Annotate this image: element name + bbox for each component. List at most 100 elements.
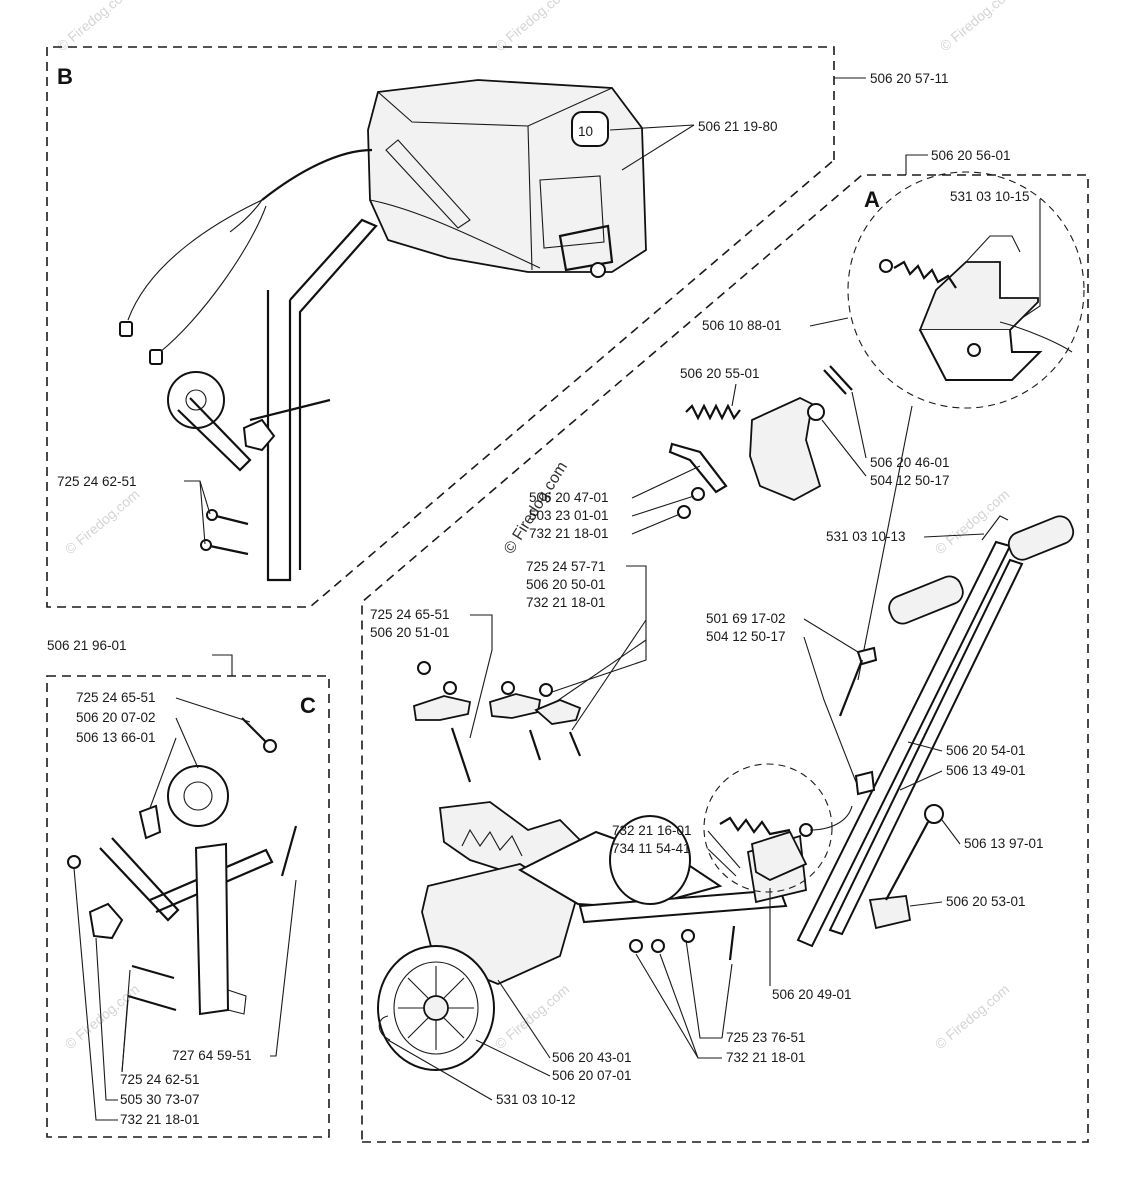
section-b-kit-number: 506 20 57-11 — [870, 71, 949, 86]
label-725-24-62-51-b: 725 24 62-51 — [57, 474, 137, 489]
label-732-21-18-01-a: 732 21 18-01 — [529, 526, 609, 541]
label-504-12-50-17-b: 504 12 50-17 — [706, 629, 786, 644]
watermark-faint-3: © Firedog.com — [937, 0, 1018, 54]
label-531-03-10-15: 531 03 10-15 — [950, 189, 1030, 204]
label-725-24-65-51-a: 725 24 65-51 — [370, 607, 450, 622]
frame-crossbar — [249, 398, 331, 422]
leader-506-10-88-01 — [809, 317, 849, 327]
detail-bracket-tab — [965, 235, 1021, 263]
label-725-23-76-51: 725 23 76-51 — [726, 1030, 806, 1045]
detail-cable — [999, 321, 1073, 353]
washer-part — [807, 403, 825, 421]
tank-strap-wire — [369, 199, 541, 269]
c-screw — [280, 825, 298, 877]
leader-b-bolts-2 — [199, 480, 206, 545]
section-a-kit-leader — [905, 154, 928, 175]
leader-734-11-54-41 — [707, 848, 737, 877]
label-506-20-51-01: 506 20 51-01 — [370, 625, 450, 640]
nut-7 — [681, 929, 695, 943]
leader-503-23-01-01 — [631, 495, 695, 517]
circlip — [378, 1015, 391, 1041]
front-wheel-rim — [393, 961, 479, 1055]
nut-4 — [539, 683, 553, 697]
c-plate-foot — [227, 989, 247, 1015]
handle-knob-rod — [885, 821, 929, 901]
clamp-3 — [534, 699, 582, 725]
cable-connector-1 — [119, 321, 133, 337]
bottom-spring — [719, 816, 791, 836]
leader-725-23-76-51-b — [721, 963, 733, 1039]
leader-506-20-07-01 — [475, 1039, 551, 1077]
section-c-kit-number: 506 21 96-01 — [47, 638, 127, 653]
leader-727-64-59-51 — [270, 879, 297, 1057]
leader-501-69-17-02 — [803, 618, 859, 653]
leader-732-21-18-01-a — [631, 513, 681, 535]
b-bolt-shaft-2 — [209, 544, 249, 556]
leader-531-03-10-12 — [387, 1039, 493, 1101]
detail-circle-top — [847, 171, 1085, 409]
b-clamp-knob — [242, 418, 276, 452]
bottom-bracket — [751, 830, 808, 882]
guard-teeth — [461, 828, 523, 857]
b-bolt-head-2 — [200, 539, 212, 551]
leader-732-21-18-01-d — [73, 867, 118, 1121]
detail-nut — [879, 259, 893, 273]
carriage-illustration — [377, 801, 807, 1071]
leader-group-1c — [543, 639, 647, 711]
pin-part — [823, 365, 853, 395]
cable-line-1 — [127, 199, 263, 321]
label-506-20-43-01: 506 20 43-01 — [552, 1050, 632, 1065]
fasteners-group — [378, 661, 736, 1041]
label-725-24-62-51-c: 725 24 62-51 — [120, 1072, 200, 1087]
label-725-24-57-71: 725 24 57-71 — [526, 559, 606, 574]
label-506-21-19-80: 506 21 19-80 — [698, 119, 778, 134]
label-732-21-18-01-c: 732 21 18-01 — [726, 1050, 806, 1065]
leader-725-24-62-51-c-2 — [121, 999, 129, 1073]
fuel-tank-side-edge — [527, 125, 533, 271]
throttle-lever — [981, 515, 1009, 541]
leader-506-20-47-01 — [631, 465, 701, 499]
cable-clip — [854, 770, 876, 796]
throttle-cable-rod — [838, 659, 864, 717]
frame-upright-right — [289, 218, 378, 570]
clamp-1 — [413, 695, 472, 721]
label-506-20-47-01: 506 20 47-01 — [529, 490, 609, 505]
section-b: B 506 20 57-11 10 — [46, 46, 949, 608]
leader-531-03-10-15 — [1021, 199, 1041, 319]
section-b-frame — [167, 218, 378, 582]
section-c-illustration — [67, 717, 298, 1016]
fuel-tank-panel — [539, 175, 605, 249]
section-c-kit-bracket — [212, 654, 233, 676]
nut-1 — [417, 661, 431, 675]
label-506-20-46-01: 506 20 46-01 — [870, 455, 950, 470]
leader-fuel-cap-1 — [609, 124, 695, 131]
leader-725-23-76-51 — [685, 939, 722, 1039]
leader-506-20-46-01 — [851, 391, 867, 459]
leader-b-bolts — [184, 480, 211, 515]
detail-bracket-base — [919, 329, 1043, 381]
label-734-11-54-41: 734 11 54-41 — [612, 841, 691, 856]
label-504-12-50-17-a: 504 12 50-17 — [870, 473, 950, 488]
fuel-tank-top-edge — [377, 87, 613, 127]
b-wheel-arm — [177, 397, 252, 472]
fuel-tank-groove — [385, 139, 471, 229]
nut-5 — [629, 939, 643, 953]
leader-531-03-10-13 — [923, 533, 985, 538]
leader-506-20-43-01 — [497, 979, 551, 1059]
c-spacer — [138, 804, 162, 840]
leader-725-24-65-51-c — [175, 697, 251, 723]
fuel-tank-strap — [558, 224, 614, 272]
b-bolt-shaft-1 — [215, 514, 249, 526]
leader-505-30-73-07 — [95, 937, 118, 1101]
b-bolt-head-1 — [206, 509, 218, 521]
leader-504-12-50-17-b — [803, 636, 857, 783]
leader-group-1 — [551, 565, 647, 693]
bolt-2 — [528, 729, 542, 761]
c-plate — [194, 842, 230, 1016]
c-pulley — [167, 765, 229, 827]
leader-506-13-97-01 — [941, 819, 961, 845]
lever-nut-2 — [677, 505, 691, 519]
cable-connector-2 — [149, 349, 163, 365]
c-arm-diagonal — [99, 837, 180, 922]
label-506-20-07-01: 506 20 07-01 — [552, 1068, 632, 1083]
